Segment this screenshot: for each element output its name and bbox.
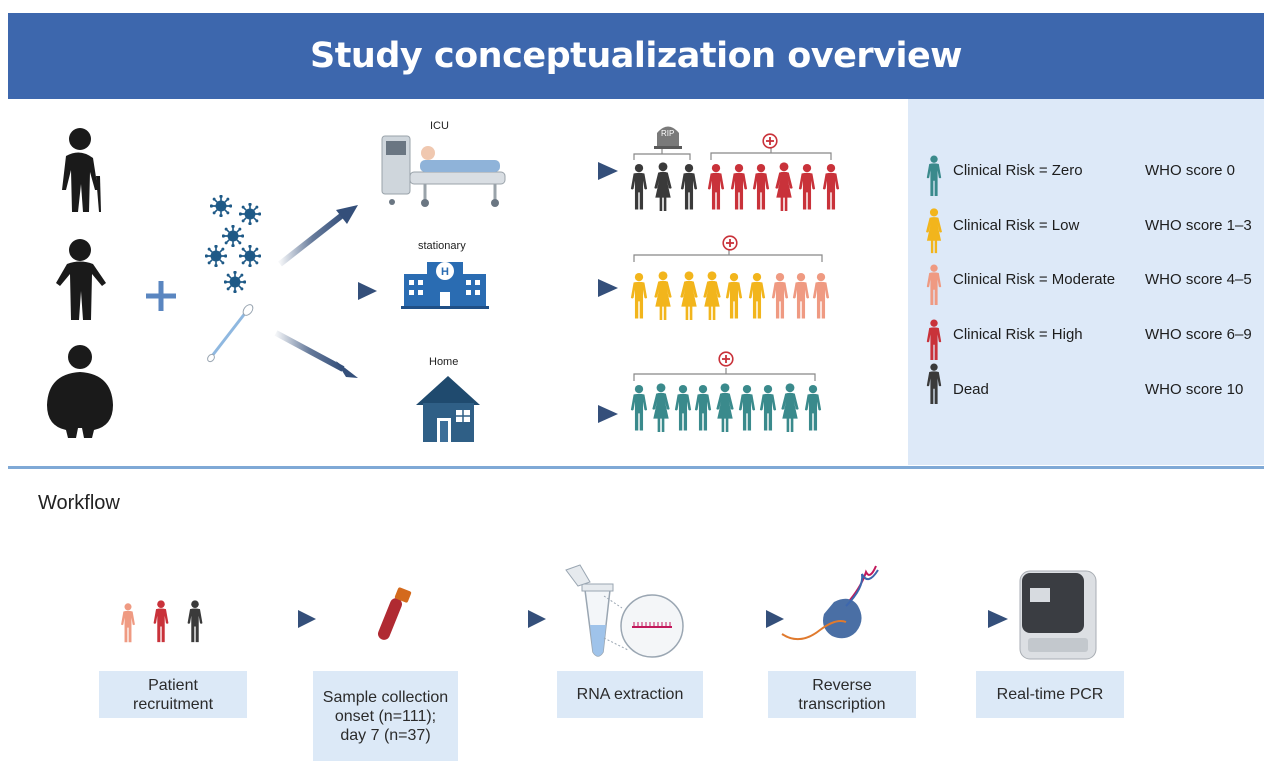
legend-figure-zero [926, 155, 942, 196]
hospital-icon: H [401, 262, 489, 309]
swab-icon [207, 304, 254, 363]
section-divider [8, 466, 1264, 469]
legend-label-dead: Dead [953, 381, 989, 398]
svg-text:H: H [441, 266, 449, 278]
workflow-arrow-1 [232, 610, 316, 628]
home-plus-icon [718, 351, 734, 367]
workflow-step-label: Patient recruitment [132, 676, 214, 713]
legend-label-low: Clinical Risk = Low [953, 217, 1080, 234]
workflow-step-label: Real-time PCR [996, 686, 1104, 703]
legend-figure-moderate [926, 264, 942, 305]
obese-person-icon [47, 345, 113, 438]
icu-bracket [633, 148, 832, 160]
legend-panel [908, 99, 1264, 465]
arrow-stationary-outcome [528, 279, 618, 297]
arrow-to-home [274, 330, 358, 378]
legend-score-low: WHO score 1–3 [1145, 217, 1252, 234]
legend-label-zero: Clinical Risk = Zero [953, 162, 1083, 179]
workflow-step-patient-recruitment: Patient recruitment [99, 671, 247, 718]
rip-label: RIP [661, 129, 675, 138]
workflow-title: Workflow [38, 492, 120, 514]
stationary-population [630, 271, 830, 321]
plus-icon [146, 281, 176, 311]
workflow-step-reverse-transcription: Reverse transcription [768, 671, 916, 718]
legend-figure-dead [926, 363, 942, 404]
legend-score-moderate: WHO score 4–5 [1145, 271, 1252, 288]
legend-score-dead: WHO score 10 [1145, 381, 1244, 398]
icu-bed-icon [381, 135, 506, 207]
workflow-patients-icon [121, 600, 203, 643]
workflow-step-label: Sample collection onset (n=111); day 7 (… [322, 688, 449, 744]
rna-tube-icon [565, 564, 684, 658]
title-banner: Study conceptualization overview [8, 13, 1264, 99]
icu-plus-icon [762, 133, 778, 149]
reverse-transcriptase-icon [781, 565, 879, 641]
adult-person-icon [56, 239, 106, 320]
legend-score-zero: WHO score 0 [1145, 162, 1236, 179]
icu-label: ICU [430, 120, 449, 132]
home-icon [416, 376, 480, 442]
stationary-plus-icon [722, 235, 738, 251]
workflow-step-sample-collection: Sample collection onset (n=111); day 7 (… [313, 671, 458, 761]
workflow-arrow-2 [462, 610, 546, 628]
stationary-label: stationary [418, 240, 466, 252]
workflow-step-label: RNA extraction [576, 686, 684, 703]
arrow-icu-outcome [528, 162, 618, 180]
workflow-step-label: Reverse transcription [798, 676, 886, 713]
arrow-home-outcome [528, 405, 618, 423]
legend-figure-high [926, 319, 942, 360]
arrow-to-icu [278, 205, 358, 267]
arrow-to-stationary [286, 282, 377, 300]
page-title: Study conceptualization overview [309, 36, 963, 76]
icu-population [630, 162, 840, 212]
legend-score-high: WHO score 6–9 [1145, 326, 1252, 343]
home-population [630, 383, 822, 433]
blood-tube-icon [378, 587, 412, 640]
workflow-step-real-time-pcr: Real-time PCR [976, 671, 1124, 718]
stationary-bracket [633, 250, 823, 262]
workflow-step-rna-extraction: RNA extraction [557, 671, 703, 718]
legend-label-high: Clinical Risk = High [953, 326, 1083, 343]
virus-icon [205, 195, 261, 293]
home-bracket [633, 368, 816, 381]
workflow-arrow-4 [888, 610, 1008, 628]
home-label: Home [429, 356, 459, 368]
legend-figure-low [926, 208, 942, 254]
tombstone-icon [654, 126, 682, 149]
workflow-arrow-3 [700, 610, 784, 628]
elderly-person-icon [62, 128, 101, 212]
legend-label-moderate: Clinical Risk = Moderate [953, 271, 1116, 288]
pcr-machine-icon [1019, 570, 1097, 660]
